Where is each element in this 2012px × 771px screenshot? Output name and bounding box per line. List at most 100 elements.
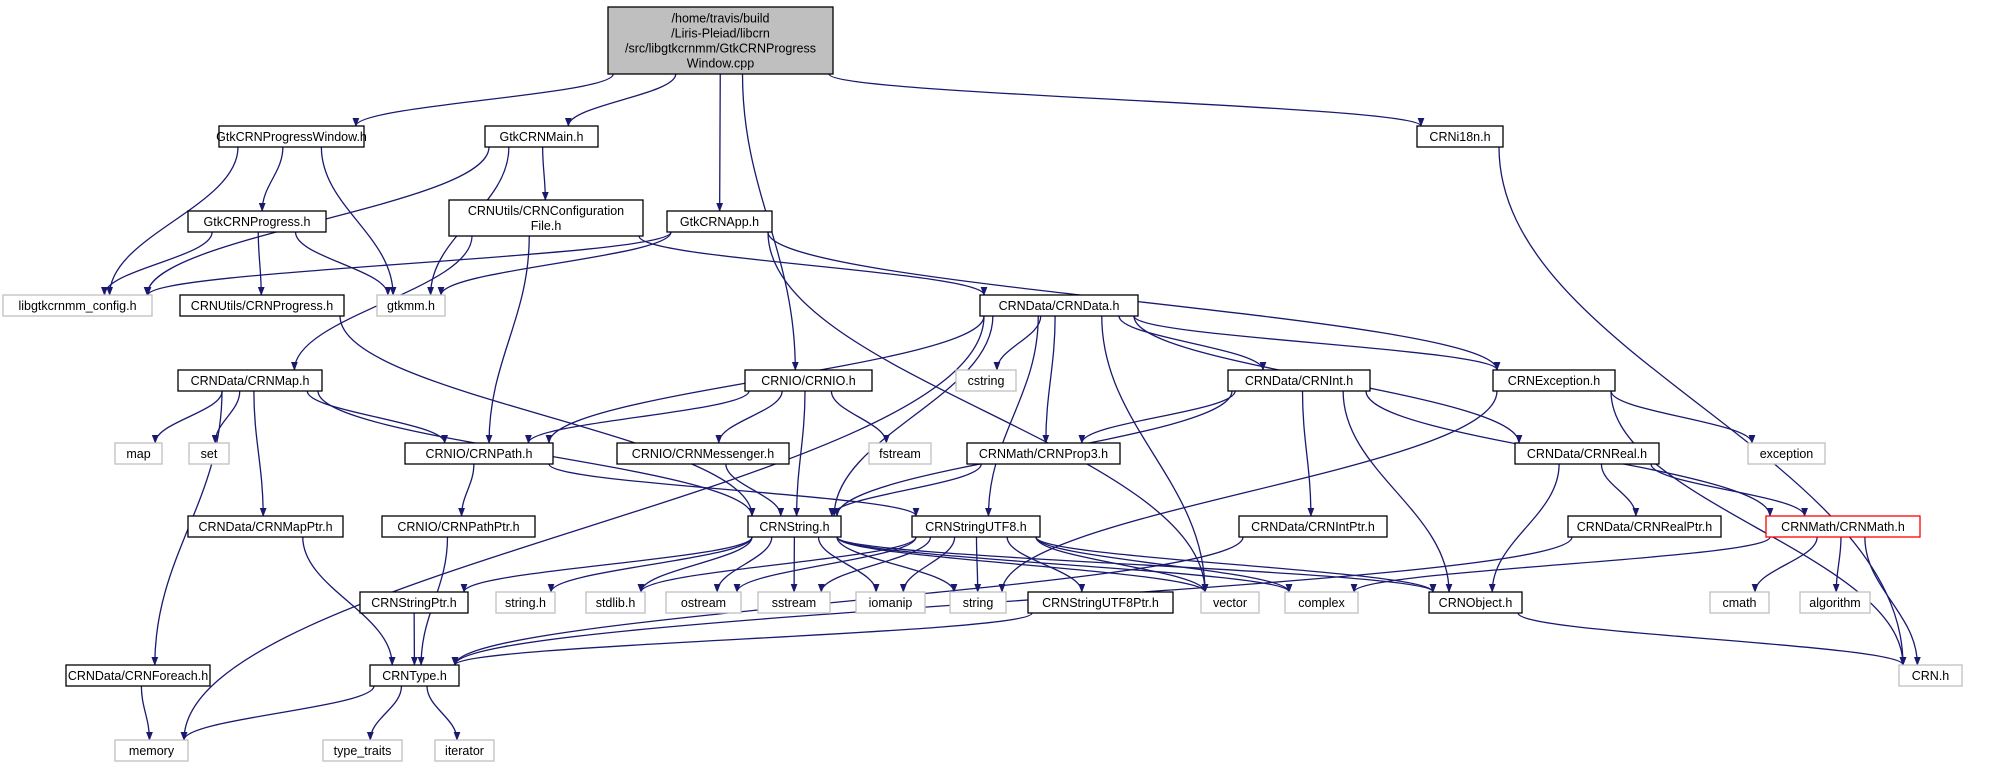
node-label: /src/libgtkcrnmm/GtkCRNProgress: [625, 42, 816, 56]
edge-gtkprogwin-to-gtkmm: [320, 146, 397, 296]
node-label: CRNStringUTF8.h: [925, 520, 1026, 534]
node-gtkmm[interactable]: gtkmm.h: [376, 294, 446, 317]
node-mapptr[interactable]: CRNData/CRNMapPtr.h: [187, 515, 344, 538]
node-box: [376, 294, 446, 317]
edge-crnstring-to-iomanip: [817, 536, 880, 593]
edge-intptr-to-crntype: [451, 536, 1244, 666]
node-string[interactable]: string: [949, 591, 1007, 614]
edge-gtkapp-to-libconfig: [144, 231, 672, 296]
node-cstring[interactable]: cstring: [955, 369, 1017, 392]
node-crnobject[interactable]: CRNObject.h: [1428, 591, 1523, 614]
node-crnint[interactable]: CRNData/CRNInt.h: [1227, 369, 1371, 392]
node-vector[interactable]: vector: [1200, 591, 1260, 614]
node-set[interactable]: set: [188, 442, 230, 465]
node-label: string.h: [505, 596, 546, 610]
node-label: CRNMath/CRNProp3.h: [979, 447, 1108, 461]
node-crndata[interactable]: CRNData/CRNData.h: [979, 294, 1139, 317]
node-root[interactable]: /home/travis/build/Liris-Pleiad/libcrn/s…: [607, 6, 834, 75]
node-stdlib[interactable]: stdlib.h: [585, 591, 646, 614]
node-crnreal[interactable]: CRNData/CRNReal.h: [1514, 442, 1660, 465]
edge-utf8-to-iomanip: [899, 536, 956, 593]
node-box: [187, 515, 344, 538]
node-stringh[interactable]: string.h: [495, 591, 556, 614]
node-crnmap[interactable]: CRNData/CRNMap.h: [177, 369, 323, 392]
dependency-edges: [101, 73, 1921, 741]
node-crnexception[interactable]: CRNException.h: [1492, 369, 1616, 392]
node-map[interactable]: map: [114, 442, 163, 465]
edge-prop3-to-crnstring: [828, 463, 982, 517]
edge-root-to-gtkprogwin: [352, 73, 614, 127]
edge-crni18n-to-crnh: [1498, 146, 1907, 666]
node-crnh[interactable]: CRN.h: [1898, 664, 1963, 687]
node-label: CRNIO/CRNPath.h: [426, 447, 533, 461]
node-box: [1200, 591, 1260, 614]
edge-crndata-to-vector: [1101, 315, 1209, 593]
node-crnmath[interactable]: CRNMath/CRNMath.h: [1765, 515, 1921, 538]
edge-utf8-to-sstream: [817, 536, 932, 593]
node-box: [381, 515, 536, 538]
node-prop3[interactable]: CRNMath/CRNProp3.h: [966, 442, 1121, 465]
edge-mapptr-to-crntype: [302, 536, 396, 666]
node-iterator[interactable]: iterator: [434, 739, 495, 762]
edge-crnmath-to-complex: [1350, 536, 1771, 593]
node-memory[interactable]: memory: [114, 739, 189, 762]
edge-gtkprogwin-to-libconfig: [106, 146, 239, 296]
node-fstream[interactable]: fstream: [868, 442, 932, 465]
edge-crnreal-to-crnmath: [1650, 463, 1808, 517]
node-intptr[interactable]: CRNData/CRNIntPtr.h: [1238, 515, 1388, 538]
node-box: [1428, 591, 1523, 614]
node-pathptr[interactable]: CRNIO/CRNPathPtr.h: [381, 515, 536, 538]
node-exception[interactable]: exception: [1747, 442, 1826, 465]
node-crnprogress[interactable]: CRNUtils/CRNProgress.h: [179, 294, 345, 317]
node-crnio[interactable]: CRNIO/CRNIO.h: [744, 369, 873, 392]
edge-utf8ptr-to-crntype: [451, 612, 1033, 666]
node-libconfig[interactable]: libgtkcrnmm_config.h: [2, 294, 153, 317]
node-label: libgtkcrnmm_config.h: [18, 299, 136, 313]
node-label: iterator: [445, 744, 484, 758]
edge-crnreal-to-crnobject: [1488, 463, 1560, 593]
node-gtkprog[interactable]: GtkCRNProgress.h: [187, 210, 327, 233]
node-stringptr[interactable]: CRNStringPtr.h: [359, 591, 469, 614]
node-crni18n[interactable]: CRNi18n.h: [1416, 125, 1504, 148]
node-realptr[interactable]: CRNData/CRNRealPtr.h: [1567, 515, 1722, 538]
node-crntype[interactable]: CRNType.h: [369, 664, 460, 687]
node-foreach[interactable]: CRNData/CRNForeach.h: [65, 664, 211, 687]
edge-crndata-to-crnint: [1118, 315, 1267, 371]
node-label: cstring: [968, 374, 1005, 388]
node-utf8ptr[interactable]: CRNStringUTF8Ptr.h: [1027, 591, 1174, 614]
node-box: [744, 369, 873, 392]
node-crnpath[interactable]: CRNIO/CRNPath.h: [404, 442, 554, 465]
edge-crntype-to-memory: [180, 685, 375, 741]
node-algorithm[interactable]: algorithm: [1799, 591, 1871, 614]
node-crnstring[interactable]: CRNString.h: [747, 515, 842, 538]
node-box: [369, 664, 460, 687]
edge-utf8-to-ostream: [733, 536, 917, 593]
node-gtkapp[interactable]: GtkCRNApp.h: [666, 210, 773, 233]
node-typetraits[interactable]: type_traits: [322, 739, 403, 762]
node-label: gtkmm.h: [387, 299, 435, 313]
node-label: CRNUtils/CRNProgress.h: [191, 299, 333, 313]
node-messenger[interactable]: CRNIO/CRNMessenger.h: [616, 442, 790, 465]
node-box: [1238, 515, 1388, 538]
node-iomanip[interactable]: iomanip: [855, 591, 926, 614]
edge-crnstring-to-vector: [836, 536, 1209, 593]
node-gtkmain[interactable]: GtkCRNMain.h: [484, 125, 599, 148]
node-label: CRNIO/CRNMessenger.h: [632, 447, 774, 461]
edge-crnprogress-to-crnstring: [339, 315, 756, 517]
edge-crnmap-to-map: [151, 390, 223, 444]
edge-crnexception-to-crnh: [1610, 390, 1907, 666]
edge-gtkapp-to-gtkmm: [437, 231, 672, 296]
node-sstream[interactable]: sstream: [757, 591, 831, 614]
node-box: [585, 591, 646, 614]
edge-gtkprog-to-gtkmm: [294, 231, 392, 296]
node-label: CRNStringPtr.h: [371, 596, 456, 610]
node-ostream[interactable]: ostream: [665, 591, 742, 614]
node-cmath[interactable]: cmath: [1709, 591, 1770, 614]
node-label: set: [201, 447, 218, 461]
node-box: [114, 739, 189, 762]
node-gtkprogwin[interactable]: GtkCRNProgressWindow.h: [216, 125, 367, 148]
edge-crntype-to-iterator: [426, 685, 461, 741]
node-complex[interactable]: complex: [1284, 591, 1359, 614]
node-utf8[interactable]: CRNStringUTF8.h: [911, 515, 1041, 538]
